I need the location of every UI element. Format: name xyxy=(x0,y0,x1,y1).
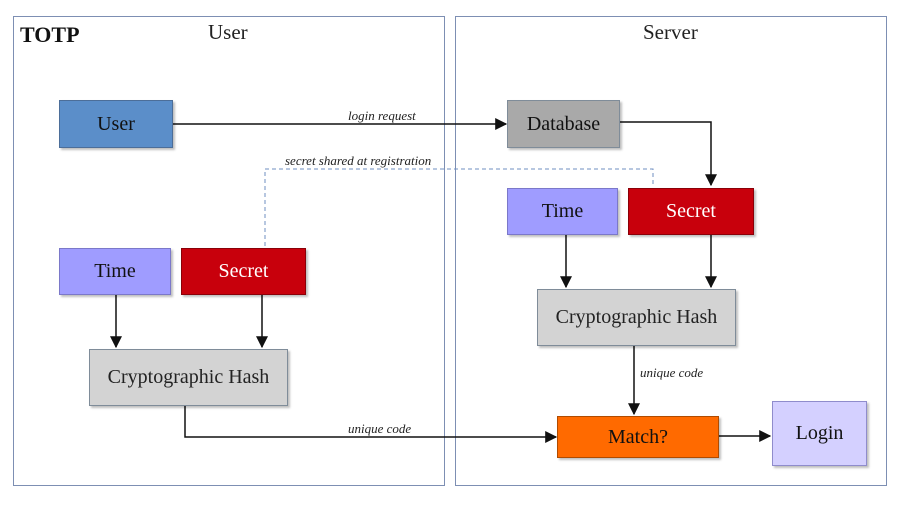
node-server-secret: Secret xyxy=(628,188,754,235)
node-match: Match? xyxy=(557,416,719,458)
label-secret-shared: secret shared at registration xyxy=(285,153,432,168)
node-server-time: Time xyxy=(507,188,618,235)
label-unique-code-user: unique code xyxy=(348,421,412,436)
edge-database-to-secret xyxy=(620,121,717,187)
edge-user-hash-to-match xyxy=(184,406,558,443)
server-panel-title: Server xyxy=(643,20,698,44)
node-user: User xyxy=(59,100,173,148)
server-panel xyxy=(455,16,887,486)
node-user-secret: Secret xyxy=(181,248,306,295)
label-unique-code-server: unique code xyxy=(640,365,704,380)
node-server-hash: Cryptographic Hash xyxy=(537,289,736,346)
user-panel xyxy=(13,16,445,486)
user-panel-title: User xyxy=(208,20,248,44)
node-user-time: Time xyxy=(59,248,171,295)
diagram-title: TOTP xyxy=(20,22,80,47)
node-database: Database xyxy=(507,100,620,148)
label-login-request: login request xyxy=(348,108,416,123)
node-login: Login xyxy=(772,401,867,466)
node-user-hash: Cryptographic Hash xyxy=(89,349,288,406)
edge-secret-shared xyxy=(264,168,654,246)
